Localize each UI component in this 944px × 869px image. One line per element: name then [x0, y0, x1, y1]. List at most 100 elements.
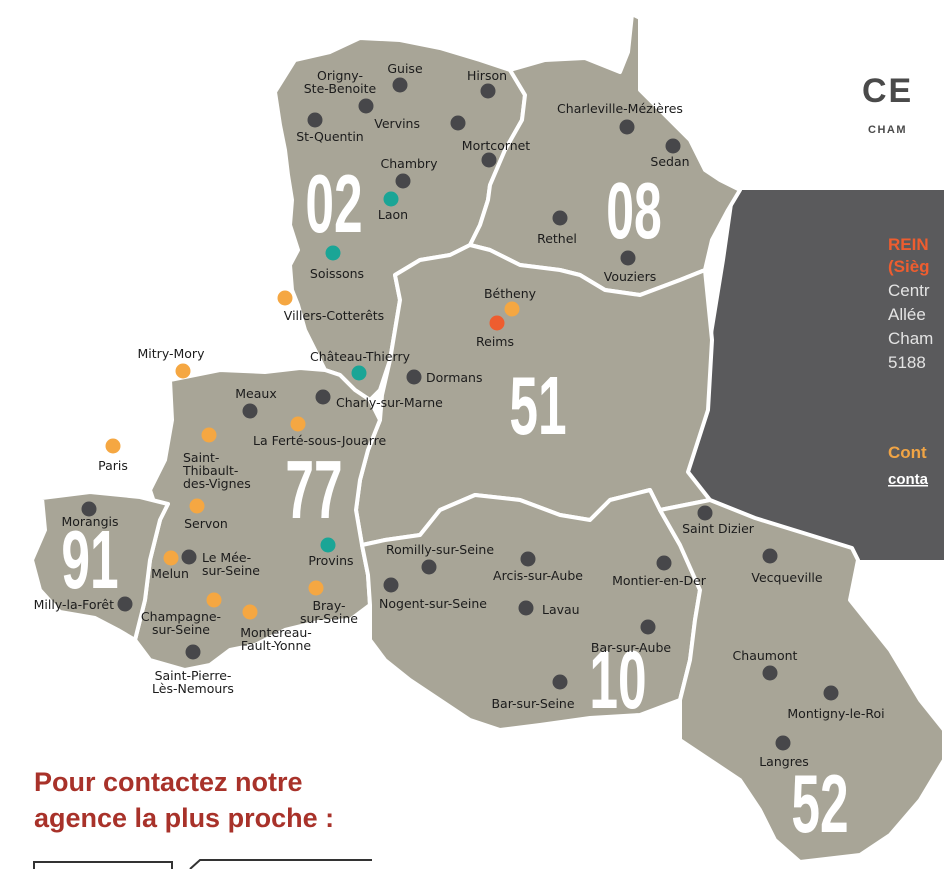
city-dot-dark[interactable]: [383, 577, 399, 593]
city-label: Bray-sur-Seine: [300, 598, 358, 626]
city-dot-dark[interactable]: [117, 596, 133, 612]
city-marker[interactable]: Charly-sur-Marne: [315, 389, 444, 411]
city-marker[interactable]: Meaux: [235, 386, 277, 419]
city-marker[interactable]: Montigny-le-Roi: [787, 685, 885, 722]
city-dot-orange[interactable]: [189, 498, 205, 514]
city-marker[interactable]: Vecqueville: [751, 548, 823, 586]
city-dot-orange[interactable]: [277, 290, 293, 306]
city-dot-dark[interactable]: [656, 555, 672, 571]
city-marker[interactable]: Laon: [378, 191, 408, 223]
city-dot-dark[interactable]: [620, 250, 636, 266]
city-dot-dark[interactable]: [762, 548, 778, 564]
city-marker[interactable]: Bétheny: [484, 286, 537, 317]
city-dot-orange[interactable]: [242, 604, 258, 620]
city-dot-teal[interactable]: [383, 191, 399, 207]
city-marker[interactable]: La Ferté-sous-Jouarre: [253, 416, 387, 449]
city-marker[interactable]: Origny-Ste-Benoite: [304, 68, 377, 114]
city-dot-red[interactable]: [489, 315, 505, 331]
city-dot-dark[interactable]: [697, 505, 713, 521]
city-dot-teal[interactable]: [351, 365, 367, 381]
city-dot-dark[interactable]: [406, 369, 422, 385]
city-marker[interactable]: St-Quentin: [296, 112, 364, 145]
city-dot-dark[interactable]: [823, 685, 839, 701]
city-marker[interactable]: Paris: [98, 438, 128, 474]
city-marker[interactable]: Montereau-Fault-Yonne: [240, 604, 312, 654]
map-regions: [30, 12, 944, 864]
city-marker[interactable]: Bray-sur-Seine: [300, 580, 358, 627]
city-dot-orange[interactable]: [290, 416, 306, 432]
city-marker[interactable]: Saint-Pierre-Lès-Nemours: [152, 644, 234, 697]
city-dot-teal[interactable]: [325, 245, 341, 261]
city-dot-dark[interactable]: [81, 501, 97, 517]
city-dot-dark[interactable]: [762, 665, 778, 681]
hq-contact-link[interactable]: conta: [888, 471, 929, 488]
city-marker[interactable]: Château-Thierry: [310, 349, 411, 381]
department-number: 77: [285, 444, 342, 536]
city-marker[interactable]: Saint Dizier: [682, 505, 755, 537]
city-dot-teal[interactable]: [320, 537, 336, 553]
city-marker[interactable]: Mitry-Mory: [138, 346, 206, 379]
city-dot-dark[interactable]: [395, 173, 411, 189]
city-dot-dark[interactable]: [640, 619, 656, 635]
city-marker[interactable]: Bar-sur-Seine: [491, 674, 575, 712]
city-marker[interactable]: Servon: [184, 498, 228, 532]
city-dot-dark[interactable]: [480, 83, 496, 99]
city-marker[interactable]: Arcis-sur-Aube: [493, 551, 583, 584]
city-dot-dark[interactable]: [181, 549, 197, 565]
city-dot-dark[interactable]: [450, 115, 466, 131]
city-marker[interactable]: Rethel: [537, 210, 577, 247]
city-marker[interactable]: Chambry: [381, 156, 439, 189]
city-marker[interactable]: Vervins: [374, 115, 466, 132]
city-marker[interactable]: Villers-Cotterêts: [277, 290, 385, 324]
city-dot-orange[interactable]: [163, 550, 179, 566]
city-dot-orange[interactable]: [206, 592, 222, 608]
city-dot-dark[interactable]: [520, 551, 536, 567]
city-dot-dark[interactable]: [315, 389, 331, 405]
city-marker[interactable]: Bar-sur-Aube: [591, 619, 672, 656]
city-marker[interactable]: Milly-la-Forêt: [34, 596, 133, 613]
city-marker[interactable]: Montier-en-Der: [612, 555, 707, 589]
city-dot-dark[interactable]: [392, 77, 408, 93]
city-dot-dark[interactable]: [619, 119, 635, 135]
city-dot-dark[interactable]: [665, 138, 681, 154]
city-marker[interactable]: Provins: [308, 537, 354, 569]
city-marker[interactable]: Guise: [387, 61, 423, 93]
city-dot-dark[interactable]: [242, 403, 258, 419]
city-label: Dormans: [426, 370, 482, 385]
city-marker[interactable]: Lavau: [518, 600, 580, 618]
city-dot-dark[interactable]: [518, 600, 534, 616]
city-dot-dark[interactable]: [481, 152, 497, 168]
city-dot-dark[interactable]: [307, 112, 323, 128]
city-dot-dark[interactable]: [185, 644, 201, 660]
city-dot-dark[interactable]: [552, 210, 568, 226]
city-dot-orange[interactable]: [175, 363, 191, 379]
city-dot-orange[interactable]: [308, 580, 324, 596]
city-marker[interactable]: Morangis: [61, 501, 119, 530]
city-marker[interactable]: Nogent-sur-Seine: [379, 577, 487, 612]
city-dot-orange[interactable]: [201, 427, 217, 443]
city-dot-orange[interactable]: [504, 301, 520, 317]
city-marker[interactable]: Charleville-Mézières: [557, 101, 683, 135]
city-marker[interactable]: Le Mée-sur-Seine: [181, 549, 261, 579]
city-marker[interactable]: Vouziers: [604, 250, 657, 285]
city-marker[interactable]: Romilly-sur-Seine: [386, 542, 494, 575]
city-marker[interactable]: Chaumont: [733, 648, 798, 681]
city-marker[interactable]: Reims: [476, 315, 514, 350]
city-marker[interactable]: Sedan: [650, 138, 690, 170]
department-number: 08: [606, 167, 662, 256]
city-dot-dark[interactable]: [421, 559, 437, 575]
city-dot-dark[interactable]: [358, 98, 374, 114]
city-dot-dark[interactable]: [552, 674, 568, 690]
hq-address-line: Cham: [888, 329, 933, 348]
city-dot-dark[interactable]: [775, 735, 791, 751]
city-label: Saint-Pierre-Lès-Nemours: [152, 668, 234, 696]
city-marker[interactable]: Champagne-sur-Seine: [141, 592, 222, 638]
city-marker[interactable]: Dormans: [406, 369, 483, 386]
city-marker[interactable]: Hirson: [467, 68, 507, 99]
city-dot-orange[interactable]: [105, 438, 121, 454]
city-marker[interactable]: Melun: [151, 550, 189, 582]
city-marker[interactable]: Saint-Thibault-des-Vignes: [182, 427, 251, 492]
city-marker[interactable]: Mortcornet: [462, 138, 531, 168]
city-marker[interactable]: Soissons: [310, 245, 364, 282]
city-marker[interactable]: Langres: [759, 735, 809, 770]
